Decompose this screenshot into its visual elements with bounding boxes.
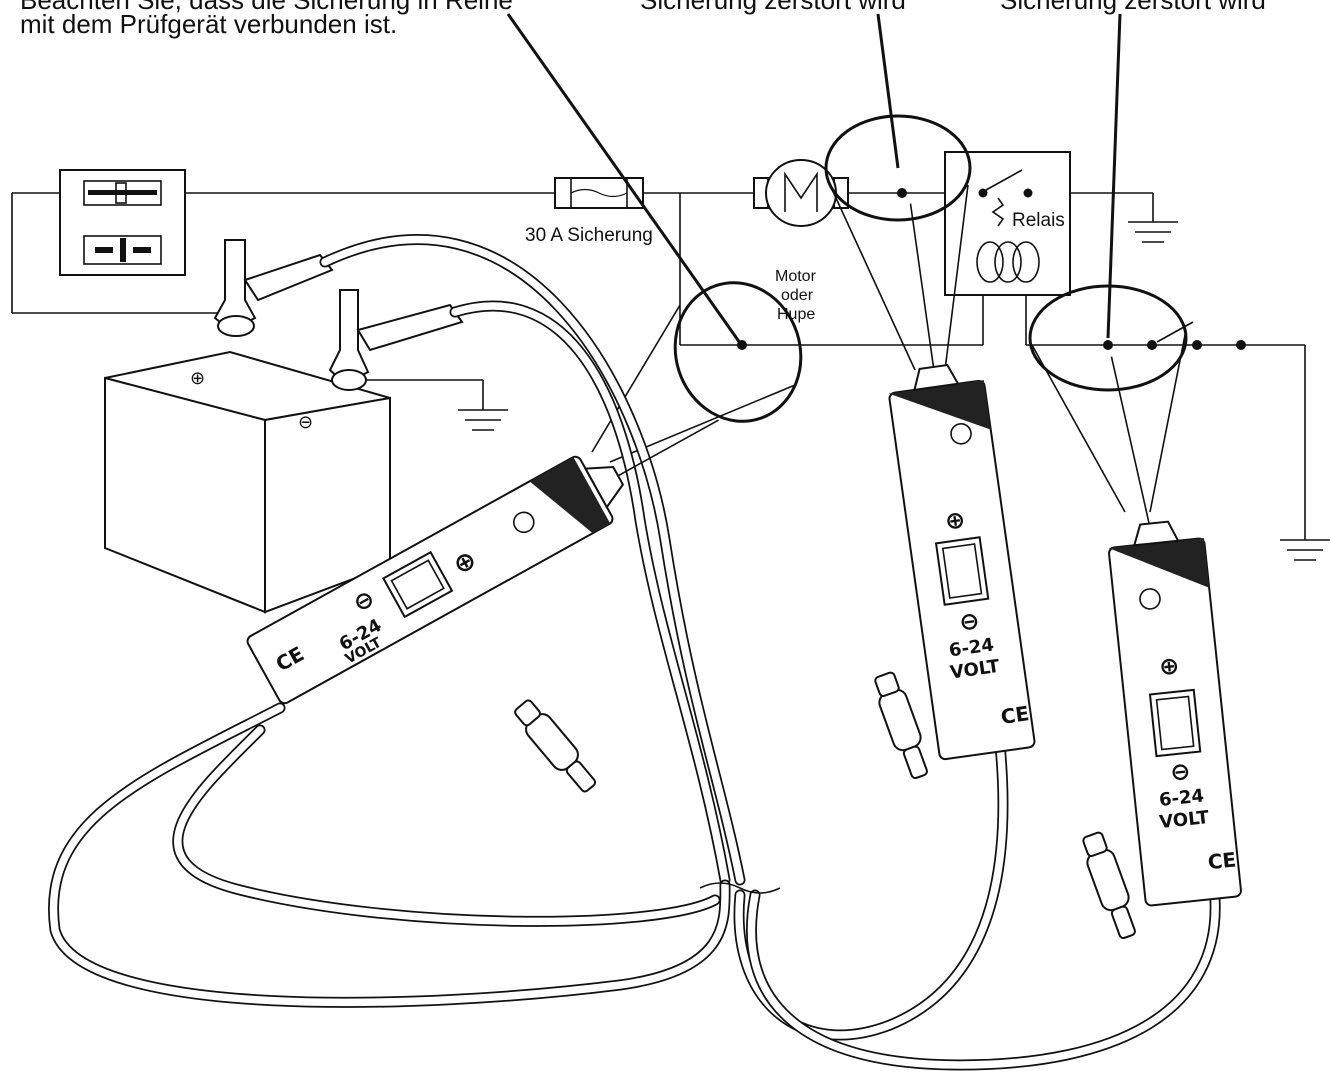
motor-symbol: Motor oder Hupe: [753, 159, 849, 323]
caption-top-left-line1: Beachten Sie, dass die Sicherung in Reih…: [20, 0, 513, 15]
ground-symbol-right: [1280, 539, 1330, 561]
battery-symbol-box: [59, 169, 186, 276]
battery: ⊕ ⊖: [104, 239, 464, 614]
callout-lines: [506, 13, 1122, 344]
magnifier-cone-right: [1028, 284, 1188, 513]
magnifier-cone-top: [824, 114, 972, 371]
tester-right: ⊕ ⊖ 6-24 VOLT CE: [1108, 356, 1242, 907]
caption-top-middle: Sicherung zerstört wird: [640, 0, 906, 15]
switch-symbol: [1103, 321, 1246, 350]
plug-middle: [874, 671, 928, 779]
battery-minus-mark: ⊖: [298, 412, 313, 432]
tester-right-ce: CE: [1207, 847, 1238, 874]
ground-symbol-battery: [458, 409, 508, 431]
tester-middle-plus: ⊕: [943, 505, 967, 536]
tester-right-voltage: 6-24: [1158, 785, 1205, 811]
test-point-top: [897, 188, 907, 198]
tester-middle: ⊕ ⊖ 6-24 VOLT CE: [888, 203, 1036, 761]
magnifier-cone-left: [591, 281, 803, 463]
tester-right-plus: ⊕: [1158, 651, 1181, 681]
test-cables: [48, 234, 1221, 1071]
motor-label-line2: oder: [781, 287, 814, 304]
tester-middle-ce: CE: [999, 701, 1030, 729]
relay-symbol: Relais: [944, 151, 1071, 296]
relay-label: Relais: [1012, 210, 1065, 231]
fuse-symbol: 30 A Sicherung: [525, 177, 653, 246]
plug-left: [514, 699, 597, 793]
tester-right-minus: ⊖: [1169, 757, 1192, 787]
caption-top-left-line2: mit dem Prüfgerät verbunden ist.: [20, 9, 398, 39]
tester-left: ⊕ ⊖ 6-24 VOLT CE: [246, 419, 720, 705]
fuse-label: 30 A Sicherung: [525, 225, 653, 246]
plug-right: [1082, 831, 1136, 939]
ground-symbol-top-right: [1128, 221, 1178, 243]
battery-plus-mark: ⊕: [190, 368, 205, 388]
tester-middle-minus: ⊖: [957, 606, 981, 637]
motor-label-line1: Motor: [775, 268, 817, 285]
caption-top-right: Sicherung zerstört wird: [1000, 0, 1266, 15]
tester-right-volt: VOLT: [1158, 807, 1210, 833]
